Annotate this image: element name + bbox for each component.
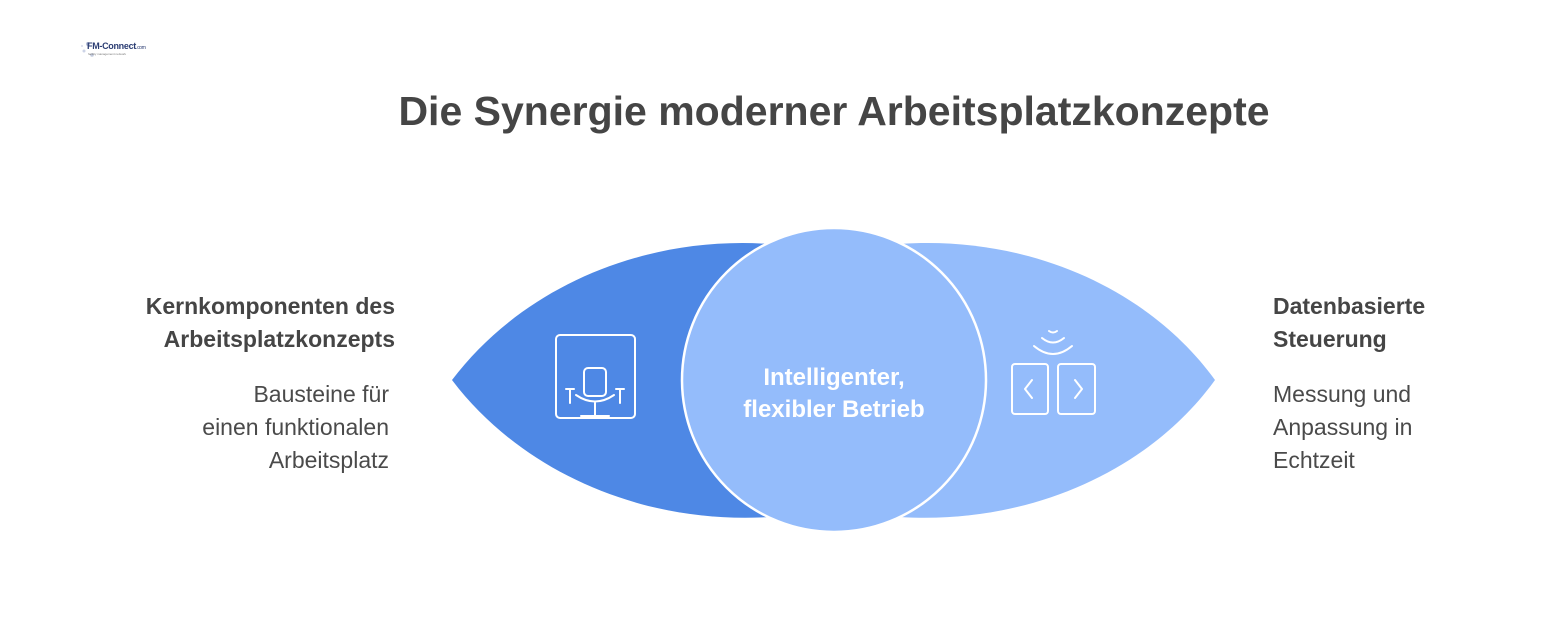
logo: FM-Connect.com facility management netwo… bbox=[80, 38, 146, 60]
right-section: Datenbasierte Steuerung Messung und Anpa… bbox=[1273, 290, 1533, 477]
left-section: Kernkomponenten des Arbeitsplatzkonzepts… bbox=[55, 290, 395, 477]
left-description: Bausteine für einen funktionalen Arbeits… bbox=[202, 381, 389, 473]
center-label: Intelligenter, flexibler Betrieb bbox=[743, 364, 925, 423]
left-heading: Kernkomponenten des Arbeitsplatzkonzepts bbox=[145, 293, 395, 352]
logo-splash-icon bbox=[81, 42, 94, 57]
left-petal bbox=[452, 243, 770, 518]
page-title: Die Synergie moderner Arbeitsplatzkonzep… bbox=[398, 88, 1270, 134]
right-heading: Datenbasierte Steuerung bbox=[1273, 293, 1426, 352]
office-chair-icon bbox=[555, 334, 636, 419]
logo-tagline: facility management network bbox=[88, 52, 127, 56]
center-circle bbox=[680, 226, 988, 534]
logo-text: FM-Connect.com bbox=[87, 41, 146, 51]
sensor-control-icon bbox=[1011, 330, 1096, 415]
right-description: Messung und Anpassung in Echtzeit bbox=[1273, 381, 1413, 473]
